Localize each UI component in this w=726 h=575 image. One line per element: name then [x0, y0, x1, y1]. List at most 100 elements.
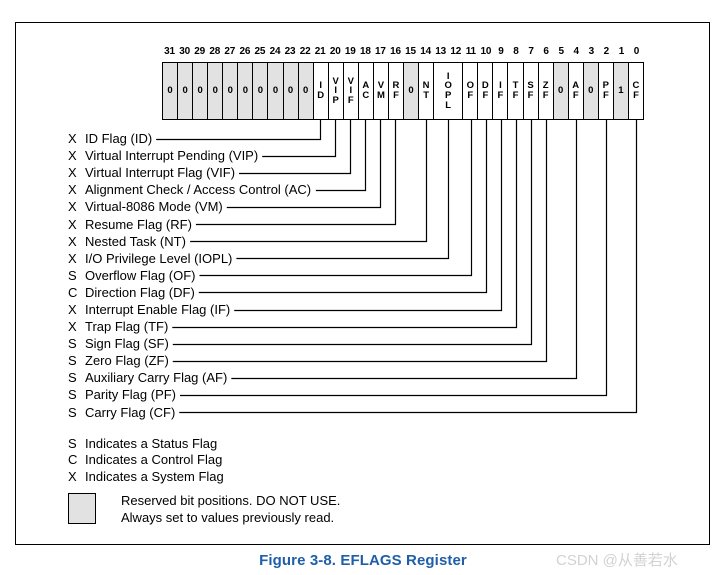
bit-number-13: 13 — [435, 46, 447, 57]
legend-row-c: C Indicates a Control Flag — [68, 452, 224, 469]
flag-name: I/O Privilege Level (IOPL) — [85, 250, 233, 266]
flag-row-virtual-interrupt-pending-vip-: X Virtual Interrupt Pending (VIP) — [68, 147, 408, 164]
bit-number-10: 10 — [480, 46, 492, 57]
bit-number-26: 26 — [239, 46, 251, 57]
flag-kind: X — [68, 148, 77, 164]
bit-number-25: 25 — [254, 46, 266, 57]
flag-name: Parity Flag (PF) — [85, 387, 177, 403]
bit-number-5: 5 — [558, 46, 564, 57]
bit-number-22: 22 — [299, 46, 311, 57]
flag-name: Nested Task (NT) — [85, 233, 186, 249]
flag-name: Sign Flag (SF) — [85, 336, 169, 352]
flag-kind: X — [68, 216, 77, 232]
bit-cell-25: 0 — [253, 63, 269, 119]
flag-row-auxiliary-carry-flag-af-: S Auxiliary Carry Flag (AF) — [68, 369, 408, 386]
bit-number-12: 12 — [450, 46, 462, 57]
bit-number-17: 17 — [375, 46, 386, 57]
figure-caption: Figure 3-8. EFLAGS Register — [259, 552, 467, 569]
legend-text: Indicates a System Flag — [85, 468, 224, 484]
legend-kind: C — [68, 452, 78, 468]
flag-kind: X — [68, 131, 77, 147]
reserved-description: Reserved bit positions. DO NOT USE. Alwa… — [121, 493, 340, 526]
flag-name: Overflow Flag (OF) — [85, 267, 196, 283]
flag-name: Auxiliary Carry Flag (AF) — [85, 370, 228, 386]
flag-kind: X — [68, 165, 77, 181]
bit-number-27: 27 — [224, 46, 236, 57]
flag-kind: X — [68, 199, 77, 215]
bit-cell-label: 0 — [212, 85, 218, 97]
legend-kind: S — [68, 435, 77, 451]
flag-row-nested-task-nt-: X Nested Task (NT) — [68, 233, 408, 250]
bit-number-0: 0 — [633, 46, 640, 57]
reserved-line-2: Always set to values previously read. — [121, 509, 335, 525]
legend-kind: X — [68, 468, 77, 484]
flag-name: Resume Flag (RF) — [85, 216, 192, 232]
flag-kind: X — [68, 182, 77, 198]
flag-row-direction-flag-df-: C Direction Flag (DF) — [68, 284, 408, 301]
flag-kind: X — [68, 301, 77, 317]
bit-number-11: 11 — [465, 46, 476, 57]
bit-cell-1: 1 — [613, 63, 629, 119]
flag-kind: X — [68, 319, 77, 335]
bit-cell-28: 0 — [208, 63, 224, 119]
bit-number-1: 1 — [618, 46, 625, 57]
watermark: CSDN @从善若水 — [556, 552, 678, 569]
flag-kind: S — [68, 387, 77, 403]
bit-number-23: 23 — [284, 46, 296, 57]
flag-kind: C — [68, 284, 78, 300]
flag-name: Trap Flag (TF) — [85, 319, 169, 335]
bit-cell-29: 0 — [193, 63, 209, 119]
bit-cell-label: 0 — [408, 85, 414, 97]
flag-name: Virtual-8086 Mode (VM) — [85, 199, 223, 215]
flag-row-trap-flag-tf-: X Trap Flag (TF) — [68, 318, 408, 335]
flag-kind: X — [68, 233, 77, 249]
reserved-swatch — [68, 493, 96, 524]
bit-cell-label: 0 — [227, 85, 233, 97]
bit-cell-label: 0 — [167, 85, 173, 97]
bit-cell-label: 1 — [618, 85, 624, 97]
bit-number-21: 21 — [314, 46, 326, 57]
flag-name: Direction Flag (DF) — [85, 284, 195, 300]
flag-name: Zero Flag (ZF) — [85, 353, 169, 369]
flag-row-parity-flag-pf-: S Parity Flag (PF) — [68, 386, 408, 403]
flag-kind: S — [68, 370, 77, 386]
legend-text: Indicates a Control Flag — [85, 452, 223, 468]
bit-cell-label: 0 — [287, 85, 294, 97]
flag-name: Carry Flag (CF) — [85, 404, 176, 420]
flag-row-resume-flag-rf-: X Resume Flag (RF) — [68, 215, 408, 232]
flag-name: Virtual Interrupt Pending (VIP) — [85, 148, 259, 164]
bit-cell-3: 0 — [583, 63, 599, 119]
bit-number-9: 9 — [498, 46, 504, 57]
flag-row-virtual-8086-mode-vm-: X Virtual-8086 Mode (VM) — [68, 198, 408, 215]
flag-name: Alignment Check / Access Control (AC) — [85, 182, 312, 198]
